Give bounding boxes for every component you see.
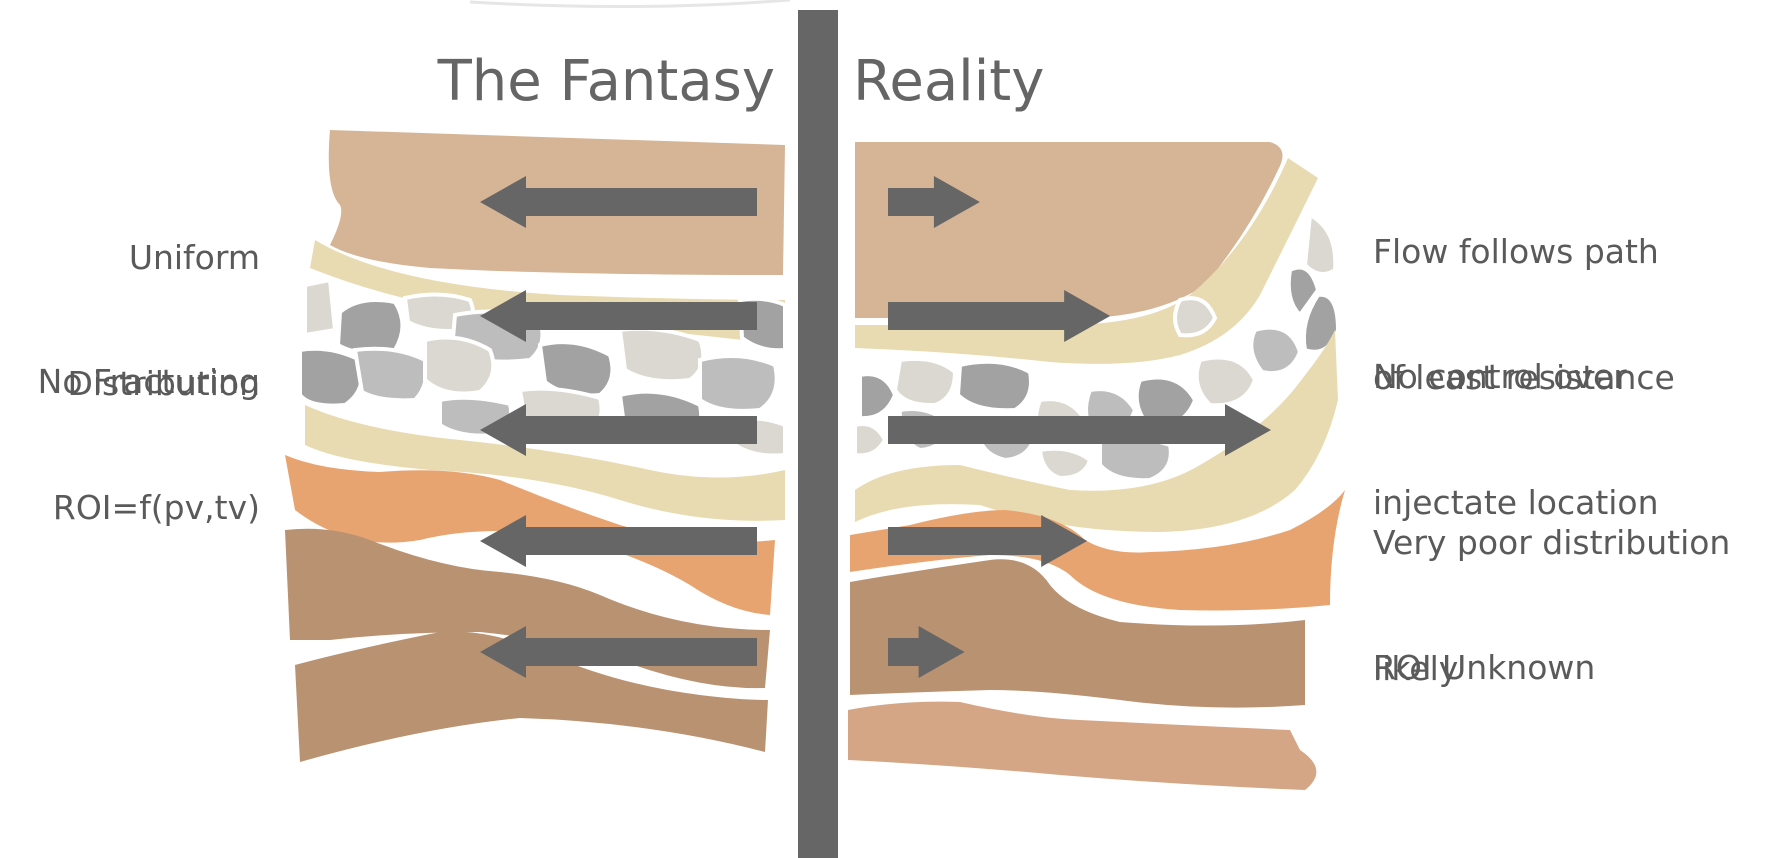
label-line: Very poor distribution <box>1373 522 1730 564</box>
label-line: ROI Unknown <box>1373 647 1595 689</box>
center-divider <box>798 10 838 858</box>
label-line: No Fracturing <box>38 361 260 403</box>
reality-strata <box>848 142 1345 790</box>
label-line: No control over <box>1373 356 1659 398</box>
label-no-fracturing: No Fracturing ROI=f(pv,tv) <box>38 277 260 571</box>
label-line: Flow follows path <box>1373 231 1675 273</box>
label-line: ROI=f(pv,tv) <box>38 487 260 529</box>
reality-layer-light-brown-low <box>848 702 1316 790</box>
fantasy-arrow-left <box>480 404 757 456</box>
label-line: Uniform <box>67 237 260 279</box>
title-reality: Reality <box>853 54 1044 110</box>
top-arc <box>470 0 790 7</box>
title-fantasy: The Fantasy <box>438 54 775 110</box>
label-roi-unknown: ROI Unknown <box>1373 563 1595 731</box>
fantasy-strata <box>285 130 785 762</box>
